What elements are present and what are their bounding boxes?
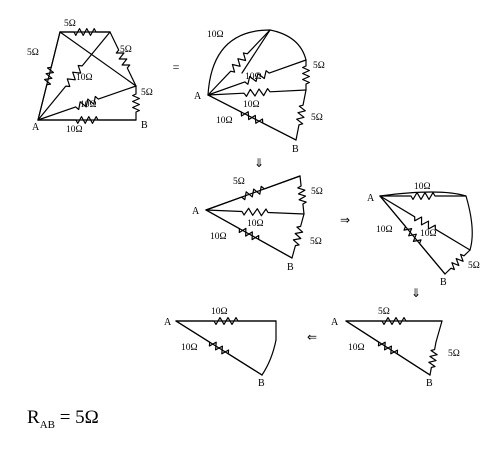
resistor (297, 175, 307, 215)
resistor (37, 115, 137, 125)
resistor (379, 192, 467, 200)
resistor (205, 207, 305, 217)
resistor (444, 249, 471, 275)
wire (261, 339, 277, 376)
resistor (175, 320, 263, 376)
resistor (379, 195, 471, 251)
result-r: R (27, 407, 40, 428)
node-a-label: A (367, 193, 375, 204)
resistor (379, 195, 446, 275)
resistor (295, 89, 307, 141)
resistor (207, 29, 271, 96)
wire (207, 29, 307, 96)
resistor (132, 85, 140, 121)
resistor (205, 175, 301, 211)
label-5-ohm: 5Ω (311, 187, 323, 197)
label-10-ohm: 10Ω (76, 73, 93, 83)
label-10-ohm: 10Ω (376, 225, 393, 235)
node-b-label: B (440, 277, 447, 288)
node-b-label: B (287, 262, 294, 273)
label-5-ohm: 5Ω (468, 261, 480, 271)
label-10-ohm: 10Ω (66, 125, 83, 135)
node-b-label: B (292, 144, 299, 155)
right-arrow: ⇒ (340, 213, 350, 227)
left-arrow: ⇐ (307, 330, 317, 344)
label-10-ohm: 10Ω (245, 72, 262, 82)
result-subscript: AB (39, 418, 55, 431)
resistor (291, 213, 305, 259)
resistor (205, 209, 293, 259)
wire (435, 320, 443, 343)
node-a-label: A (192, 206, 200, 217)
resistor (428, 341, 438, 376)
resistor (302, 59, 310, 91)
label-5-ohm: 5Ω (448, 349, 460, 359)
label-10-ohm: 10Ω (247, 219, 264, 229)
wire (59, 31, 137, 87)
node-a-label: A (331, 317, 339, 328)
label-5-ohm: 5Ω (27, 48, 39, 58)
label-5-ohm: 5Ω (141, 88, 153, 98)
label-10-ohm: 10Ω (414, 182, 431, 192)
label-10-ohm: 10Ω (420, 229, 437, 239)
label-10-ohm: 10Ω (243, 100, 260, 110)
resistor (37, 85, 137, 121)
result-equation: RAB = 5Ω (27, 408, 99, 431)
node-b-label: B (258, 378, 265, 389)
resistor (37, 31, 111, 121)
label-10-ohm: 10Ω (181, 343, 198, 353)
label-5-ohm: 5Ω (310, 237, 322, 247)
resistor (345, 317, 443, 325)
label-5-ohm: 5Ω (311, 113, 323, 123)
label-5-ohm: 5Ω (378, 307, 390, 317)
resistor (207, 59, 307, 96)
label-10-ohm: 10Ω (216, 116, 233, 126)
resistor (207, 87, 307, 98)
wire (241, 29, 271, 74)
down-arrow-2: ⇓ (411, 286, 421, 300)
label-5-ohm: 5Ω (313, 61, 325, 71)
node-b-label: B (141, 120, 148, 131)
resistor (345, 320, 431, 376)
label-10-ohm: 10Ω (80, 100, 97, 110)
label-10-ohm: 10Ω (210, 232, 227, 242)
wire (379, 191, 473, 251)
node-a-label: A (164, 317, 172, 328)
node-b-label: B (426, 378, 433, 389)
equals-sign: = (173, 60, 180, 74)
resistor (37, 31, 61, 121)
node-a-label: A (194, 91, 202, 102)
result-value: = 5Ω (54, 407, 99, 428)
label-10-ohm: 10Ω (348, 343, 365, 353)
label-5-ohm: 5Ω (233, 177, 245, 187)
label-5-ohm: 5Ω (64, 19, 76, 29)
down-arrow-1: ⇓ (254, 156, 264, 170)
label-10-ohm: 10Ω (207, 30, 224, 40)
resistor (59, 28, 111, 37)
resistor (175, 317, 277, 325)
label-5-ohm: 5Ω (120, 45, 132, 55)
node-a-label: A (32, 122, 40, 133)
label-10-ohm: 10Ω (211, 307, 228, 317)
resistor (109, 31, 137, 87)
resistor (207, 94, 297, 141)
